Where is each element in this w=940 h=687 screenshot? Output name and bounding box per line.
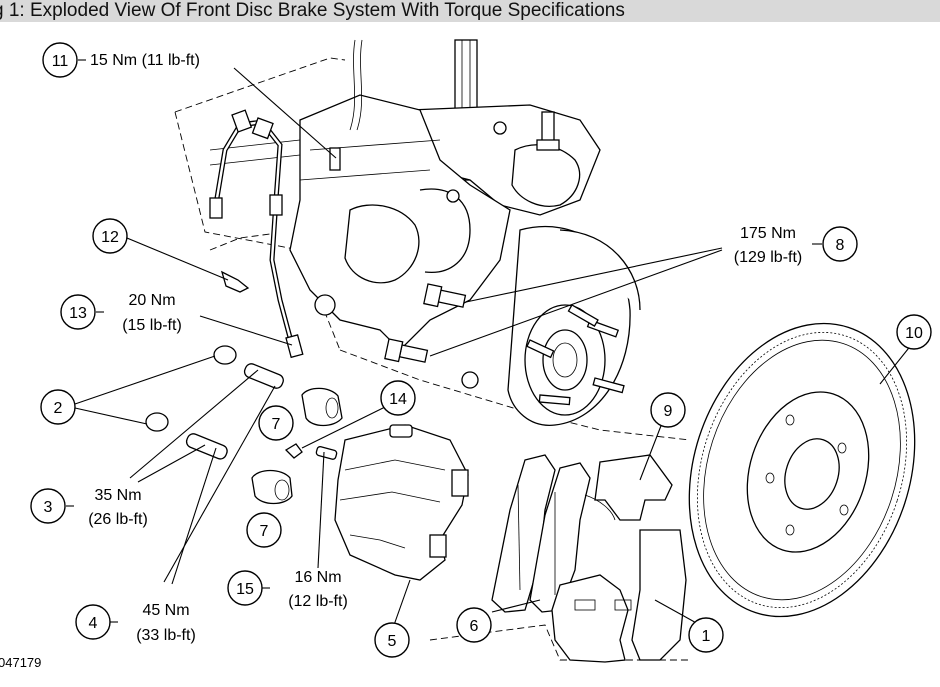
caliper-bracket bbox=[551, 529, 687, 663]
hose-retaining-clip bbox=[220, 270, 250, 293]
callout-13-label: 13 bbox=[69, 305, 87, 322]
callout-15: 15 bbox=[227, 570, 263, 606]
callout-13: 13 bbox=[60, 294, 96, 330]
torque-3-lbft: (26 lb-ft) bbox=[88, 511, 148, 528]
torque-3-nm: 35 Nm bbox=[94, 487, 141, 504]
torque-11: 15 Nm (11 lb-ft) bbox=[90, 52, 200, 69]
callout-1: 1 bbox=[688, 617, 724, 653]
steering-knuckle-assembly bbox=[209, 39, 601, 351]
callout-5: 5 bbox=[374, 622, 410, 658]
figure-title: g 1: Exploded View Of Front Disc Brake S… bbox=[0, 0, 625, 21]
guide-pin-bolt-lower bbox=[185, 433, 228, 460]
wheel-hub bbox=[461, 225, 641, 426]
callout-5-label: 5 bbox=[388, 633, 397, 650]
caliper-bracket-bolt-lower bbox=[384, 338, 429, 363]
torque-15-nm: 16 Nm bbox=[294, 569, 341, 586]
brake-caliper bbox=[334, 424, 469, 581]
callout-4-label: 4 bbox=[89, 615, 98, 632]
torque-8-lbft: (129 lb-ft) bbox=[734, 249, 802, 266]
bleeder-screw bbox=[315, 446, 338, 460]
guide-pin-sleeve-upper bbox=[301, 387, 343, 427]
callout-9-label: 9 bbox=[664, 403, 673, 420]
callout-14: 14 bbox=[380, 380, 416, 416]
callout-15-label: 15 bbox=[236, 581, 254, 598]
callout-1-label: 1 bbox=[702, 628, 711, 645]
bleeder-cap bbox=[284, 443, 303, 459]
figure-title-bar: g 1: Exploded View Of Front Disc Brake S… bbox=[0, 0, 940, 22]
callout-2: 2 bbox=[40, 389, 76, 425]
guide-pin-sleeve-lower bbox=[251, 469, 293, 505]
callout-11: 11 bbox=[42, 42, 78, 78]
callout-7-lower-label: 7 bbox=[260, 523, 269, 540]
callout-9: 9 bbox=[650, 392, 686, 428]
callout-14-label: 14 bbox=[389, 391, 407, 408]
callout-7-upper: 7 bbox=[258, 405, 294, 441]
callout-11-label: 11 bbox=[52, 53, 69, 70]
callout-10: 10 bbox=[896, 314, 932, 350]
callout-2-label: 2 bbox=[54, 400, 63, 417]
guide-pin-bolt-upper bbox=[243, 363, 284, 389]
callout-6: 6 bbox=[456, 607, 492, 643]
figure-reference-id: 047179 bbox=[0, 655, 41, 670]
caliper-bracket-bolt-upper bbox=[423, 283, 467, 308]
callout-12-label: 12 bbox=[101, 229, 119, 246]
guide-pin-bushings bbox=[145, 345, 237, 432]
callout-4: 4 bbox=[75, 604, 111, 640]
brake-pads bbox=[491, 454, 591, 613]
wheel-studs bbox=[526, 304, 625, 406]
brake-disc bbox=[688, 322, 916, 618]
callout-7-lower: 7 bbox=[246, 512, 282, 548]
leader-lines bbox=[66, 59, 913, 626]
torque-4-nm: 45 Nm bbox=[142, 602, 189, 619]
torque-13-nm: 20 Nm bbox=[128, 292, 175, 309]
torque-4-lbft: (33 lb-ft) bbox=[136, 627, 196, 644]
torque-13-lbft: (15 lb-ft) bbox=[122, 317, 182, 334]
pad-anti-rattle-clips bbox=[584, 454, 673, 521]
torque-8-nm: 175 Nm bbox=[740, 225, 796, 242]
torque-15-lbft: (12 lb-ft) bbox=[288, 593, 348, 610]
callout-3-label: 3 bbox=[44, 499, 53, 516]
callout-12: 12 bbox=[92, 218, 128, 254]
brake-hose bbox=[209, 109, 341, 359]
callout-6-label: 6 bbox=[470, 618, 479, 635]
callout-8: 8 bbox=[822, 226, 858, 262]
callout-8-label: 8 bbox=[836, 237, 845, 254]
callout-7-upper-label: 7 bbox=[272, 416, 281, 433]
callout-3: 3 bbox=[30, 488, 66, 524]
callout-10-label: 10 bbox=[905, 325, 923, 342]
